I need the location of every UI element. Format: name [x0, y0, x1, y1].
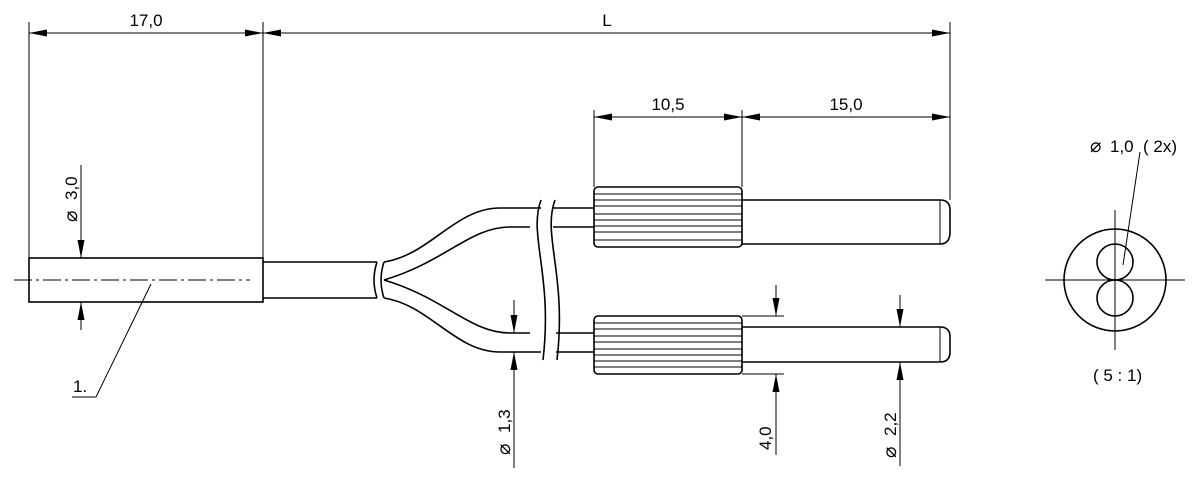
diameter-symbol: ⌀: [1090, 135, 1101, 157]
bottom-tip: [742, 326, 951, 363]
main-cable: [263, 261, 385, 299]
tip-length-label: 15,0: [829, 95, 862, 114]
dimension-tip-length: 15,0: [742, 95, 950, 121]
dimension-head-length: 17,0: [28, 11, 264, 258]
total-length-label: L: [602, 11, 611, 30]
diameter-symbol: ⌀: [879, 447, 901, 458]
dimension-fiber-diameter: ⌀ 1,3: [493, 300, 518, 468]
sleeve-diameter-label: 4,0: [756, 426, 775, 450]
tip-diameter-label: 2,2: [881, 412, 900, 436]
item-leader: 1.: [72, 283, 152, 398]
top-tip: [742, 199, 951, 245]
dimension-total-length: L: [263, 11, 951, 200]
head-diameter-label: 3,0: [62, 176, 81, 200]
core-count-label: ( 2x): [1143, 137, 1177, 156]
diameter-symbol: ⌀: [60, 211, 82, 222]
fiber-diameter-label: 1,3: [495, 409, 514, 433]
diameter-symbol: ⌀: [493, 444, 515, 455]
bottom-connector: [593, 315, 743, 375]
split-cables: [383, 199, 594, 361]
dimension-tip-diameter: ⌀ 2,2: [879, 295, 904, 466]
head-length-label: 17,0: [129, 11, 162, 30]
top-connector: [593, 186, 743, 248]
dimension-head-diameter: ⌀ 3,0: [60, 165, 85, 330]
core-diameter-label: 1,0: [1110, 137, 1134, 156]
sensor-head: [14, 257, 264, 303]
dimension-sleeve-diameter: 4,0: [742, 285, 784, 455]
scale-label: ( 5 : 1): [1093, 366, 1142, 385]
cross-section-detail: ⌀ 1,0 ( 2x) ( 5 : 1): [1045, 135, 1185, 385]
item-number-label: 1.: [73, 377, 87, 396]
dimension-sleeve-length: 10,5: [593, 95, 743, 187]
sleeve-length-label: 10,5: [651, 95, 684, 114]
